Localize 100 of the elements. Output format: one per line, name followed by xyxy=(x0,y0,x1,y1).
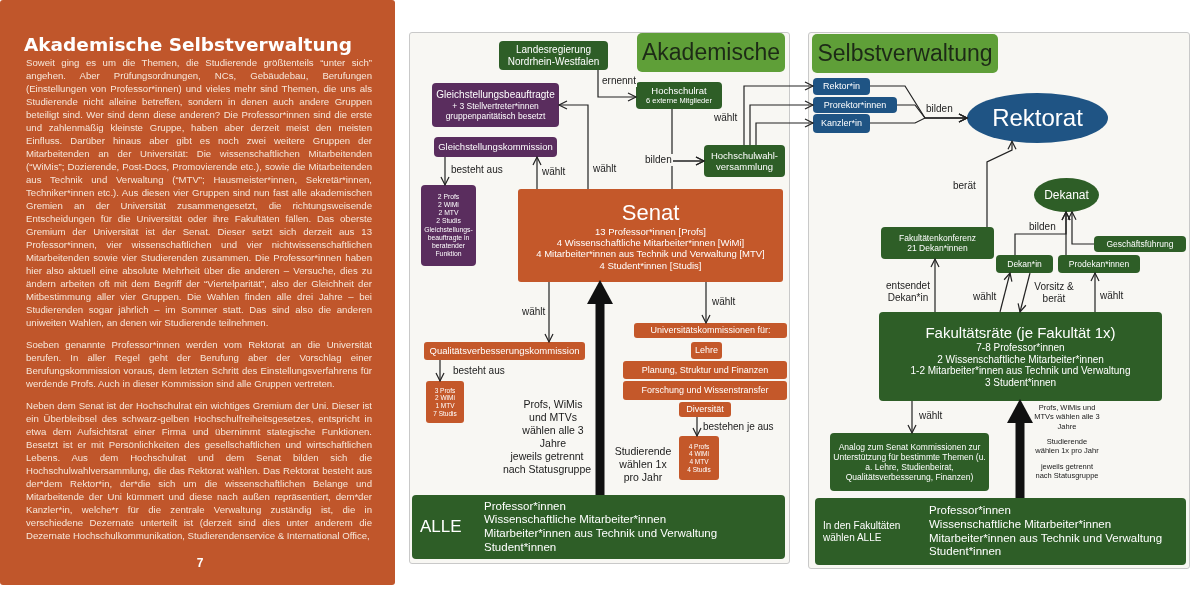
arrow xyxy=(907,400,917,434)
arrow xyxy=(1007,399,1033,498)
node-text: Student*innen xyxy=(484,540,558,555)
node-text: Kanzler*in xyxy=(821,118,862,129)
node-text: 21 Dekan*innen xyxy=(907,243,968,253)
arrow xyxy=(999,272,1013,313)
node-text: 4 Wissenschaftliche Mitarbeiter*innen [WiMi] xyxy=(556,237,745,249)
process-box xyxy=(623,381,787,400)
node-text: Universitätskommissionen für: xyxy=(650,325,771,336)
node-text: Hochschulwahl- versammlung xyxy=(709,149,780,173)
node-text: Dekan*in xyxy=(1007,259,1042,269)
node-text: Wissenschaftliche Mitarbeiter*innen xyxy=(484,513,668,527)
process-box xyxy=(815,498,1186,565)
process-box xyxy=(679,402,731,417)
arrow xyxy=(532,156,542,190)
edge-label: wählt xyxy=(521,306,547,318)
process-box xyxy=(813,114,870,133)
edge-label: besteht aus xyxy=(452,365,506,377)
node-text: ALLE xyxy=(420,516,463,537)
arrow xyxy=(930,258,940,313)
node-text: Professor*innen xyxy=(484,499,567,514)
arrow xyxy=(435,359,445,382)
arrow xyxy=(558,100,589,190)
node-text: 1-2 Mitarbeiter*innen aus Technik und Verwaltung xyxy=(910,365,1131,378)
node-text: Fakultätenkonferenz xyxy=(899,233,976,243)
process-box xyxy=(813,78,870,95)
body-paragraph: Neben dem Senat ist der Hochschulrat ein wichtiges Gremium der Uni. Dieser ist ein Überbleibsel des schwarz-gelben Hochschulfreiheitsgesetzes, entspricht in etwa dem Aufsichtsrat einer Firma und übernimmt stategische Funktionen. Besetzt ist er mit Persönlichkeiten des gesellschaftlichen und wirtschaftlichen Lebens. Aus dem Hochschulrat und dem Senat bilden sich die Hochschulwahlversammlung, die das Rektorat wählen. Das Rektorat besteht aus der*dem Rektor*in, der*die sich um die wissenschaftlichen Belange und Mitarbeitende der Uni kümmert und diese nach außen repräsentiert, dem*der Kanzler*in, welche*r für die zentrale Verwaltung zuständig ist, die in verschiedene Dezernate unterteilt ist (derzeit sind dies unter anderem die Dezernate Hochschulkommunikation, Studierendenservice & International Office, xyxy=(26,399,372,542)
node-text: In den Fakultäten wählen ALLE xyxy=(823,519,902,544)
edge-label: Vorsitz & berät xyxy=(1033,281,1075,304)
arrow xyxy=(1017,272,1031,313)
process-box xyxy=(424,342,585,360)
arrow xyxy=(671,156,705,190)
node-text: Planung, Struktur und Finanzen xyxy=(641,364,769,376)
arrow xyxy=(544,281,554,343)
process-box xyxy=(426,381,464,423)
node-text: Dekanat xyxy=(1044,187,1089,203)
edge-label: wählt xyxy=(711,296,737,308)
node-text: Rektor*in xyxy=(823,81,860,92)
node-text: Forschung und Wissenstransfer xyxy=(641,385,769,396)
process-box xyxy=(421,185,476,266)
edge-label: bestehen je aus xyxy=(702,421,775,433)
edge-label: bilden xyxy=(1028,221,1057,233)
process-box xyxy=(830,433,989,491)
process-box xyxy=(691,342,722,359)
node-text: Rektorat xyxy=(992,103,1083,133)
note-text: Studierende wählen 1x pro Jahr xyxy=(613,445,673,485)
node-text: Mitarbeiter*innen aus Technik und Verwaltung xyxy=(484,527,718,541)
process-box xyxy=(679,436,719,480)
node-text: 4 Student*innen [Studis] xyxy=(599,259,702,271)
arrow xyxy=(587,280,613,495)
note-text: jeweils getrennt nach Statusgruppe xyxy=(501,450,593,477)
process-box xyxy=(623,361,787,379)
node-text: Hochschulrat xyxy=(651,85,707,97)
arrow xyxy=(749,100,814,146)
arrow xyxy=(1061,211,1071,256)
process-box xyxy=(879,312,1162,401)
node-text: + 3 Stellvertreter*innen gruppenparitätisch besetzt xyxy=(444,100,547,121)
edge-label: bilden xyxy=(644,154,673,166)
arrow xyxy=(701,281,711,324)
process-box xyxy=(432,83,559,127)
edge-label: wählt xyxy=(918,410,944,422)
node-text: Gleichstellungskommission xyxy=(438,141,553,153)
page-number: 7 xyxy=(195,556,205,571)
edge-label: wählt xyxy=(592,163,618,175)
node-text: Senat xyxy=(621,200,680,227)
arrow xyxy=(869,113,968,124)
edge-label: wählt xyxy=(541,166,567,178)
node-text: 13 Professor*innen [Profs] xyxy=(595,226,706,238)
node-text: 7-8 Professor*innen xyxy=(976,341,1065,354)
node-text: Mitarbeiter*innen aus Technik und Verwaltung xyxy=(929,531,1163,546)
node-text: Landesregierung Nordrhein-Westfalen xyxy=(506,43,601,68)
node-text: Selbstverwaltung xyxy=(817,39,993,68)
process-box xyxy=(813,97,897,113)
node-text: Wissenschaftliche Mitarbeiter*innen xyxy=(929,517,1113,532)
node-text: Prorektor*innen xyxy=(823,99,887,111)
arrow xyxy=(440,156,450,186)
node-text: Diversität xyxy=(686,404,724,415)
node-text: Lehre xyxy=(695,345,718,356)
process-box xyxy=(499,41,608,70)
arrow xyxy=(597,69,637,102)
node-text: Student*innen xyxy=(929,545,1003,559)
edge-label: ernennt xyxy=(601,75,637,87)
edge-label: entsendet Dekan*in xyxy=(884,280,932,303)
edge-label: wählt xyxy=(1099,290,1125,302)
node-text: Qualitätsverbesserungskommission xyxy=(429,345,580,357)
edge-label: bilden xyxy=(925,103,954,115)
process-box xyxy=(518,189,783,282)
edge-label: berät xyxy=(952,180,977,192)
arrow xyxy=(755,118,814,146)
process-box xyxy=(996,255,1053,273)
process-box xyxy=(412,495,785,559)
edge-label: besteht aus xyxy=(450,164,504,176)
arrow xyxy=(692,416,702,437)
arrow xyxy=(1067,211,1095,245)
node-text: Akademische xyxy=(641,38,781,67)
node-text: Prodekan*innen xyxy=(1068,259,1130,269)
node-text: Gleichstellungsbeauftragte xyxy=(436,89,555,101)
node-text: Analog zum Senat Kommissionen zur Unterstützung für bestimmte Themen (u. a. Lehre, Studienbeirat, Qualitätsverbesserung, Finanzen) xyxy=(833,441,986,483)
edge-label: wählt xyxy=(972,291,998,303)
edge-label: wählt xyxy=(713,112,739,124)
